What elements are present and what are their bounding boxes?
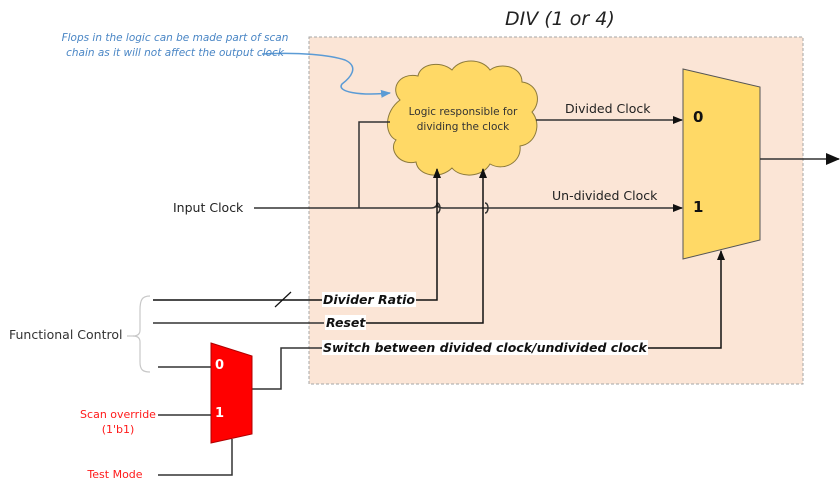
annotation-connector <box>261 52 391 98</box>
functional-control-brace <box>132 295 151 373</box>
scan-override-value: (1'b1) <box>101 423 135 436</box>
clock-to-cloud-wire <box>358 121 390 208</box>
functional-control-label: Functional Control <box>9 327 123 342</box>
test-mode-wire <box>158 439 233 476</box>
divided-clock-label: Divided Clock <box>565 101 651 116</box>
undivided-clock-label: Un-divided Clock <box>552 188 658 203</box>
wire-jump <box>436 202 441 214</box>
output-mux-input-1: 1 <box>693 198 704 216</box>
divider-logic-cloud <box>387 60 538 176</box>
switch-label: Switch between divided clock/undivided c… <box>322 340 648 355</box>
reset-to-cloud <box>360 168 487 324</box>
scan-mux-input-1: 1 <box>215 406 225 421</box>
output-mux <box>682 68 761 260</box>
scan-override-label: Scan override <box>80 408 156 421</box>
input-clock-label: Input Clock <box>173 200 244 215</box>
bus-slash <box>274 291 292 308</box>
scan-mux-input-0: 0 <box>215 358 225 373</box>
block-title: DIV (1 or 4) <box>505 8 615 30</box>
switch-to-mux-select <box>617 250 725 349</box>
cloud-label: Logic responsible for dividing the clock <box>408 106 518 133</box>
divider-ratio-label: Divider Ratio <box>322 292 416 307</box>
test-mode-label: Test Mode <box>87 468 143 481</box>
reset-label: Reset <box>325 315 367 330</box>
output-mux-input-0: 0 <box>693 108 704 126</box>
scan-mux <box>210 342 253 444</box>
scan-mux-to-switch <box>252 347 322 390</box>
scan-annotation-note: Flops in the logic can be made part of s… <box>61 32 289 59</box>
